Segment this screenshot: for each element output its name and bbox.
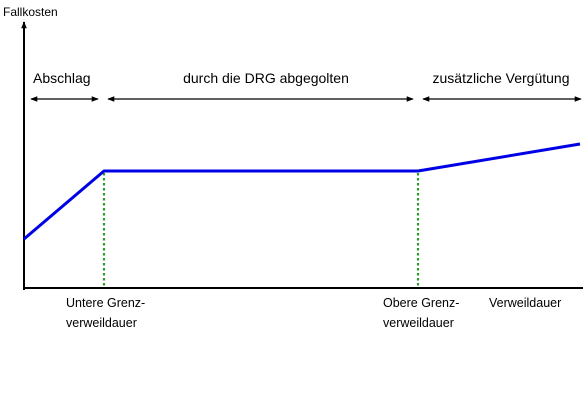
y-axis-label: Fallkosten bbox=[3, 5, 58, 19]
range-label-zusaetzlich: zusätzliche Vergütung bbox=[433, 70, 570, 86]
upper-limit-label-line1: Obere Grenz- bbox=[383, 296, 459, 310]
x-axis-label: Verweildauer bbox=[489, 296, 561, 310]
cost-curve bbox=[23, 142, 581, 241]
range-label-abschlag: Abschlag bbox=[33, 70, 91, 86]
lower-limit-label-line1: Untere Grenz- bbox=[66, 296, 145, 310]
range-label-drg: durch die DRG abgegolten bbox=[183, 70, 349, 86]
upper-limit-label-line2: verweildauer bbox=[383, 316, 454, 330]
lower-limit-label-line2: verweildauer bbox=[66, 316, 137, 330]
